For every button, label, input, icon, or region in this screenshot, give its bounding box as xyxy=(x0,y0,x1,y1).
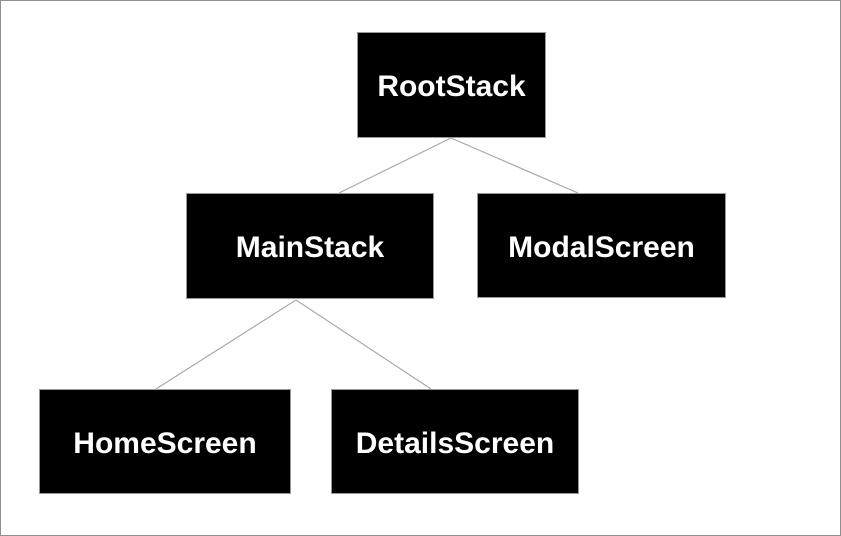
node-modalscreen-label: ModalScreen xyxy=(508,230,695,264)
node-mainstack-label: MainStack xyxy=(235,231,385,264)
node-mainstack: MainStack xyxy=(186,193,434,299)
node-homescreen: HomeScreen xyxy=(39,389,291,494)
node-rootstack: RootStack xyxy=(357,32,546,138)
node-modalscreen: ModalScreen xyxy=(477,193,726,298)
edge-rootstack-mainstack xyxy=(338,137,452,194)
edge-mainstack-homescreen xyxy=(155,299,297,390)
node-rootstack-label: RootStack xyxy=(377,70,526,103)
node-homescreen-label: HomeScreen xyxy=(73,426,257,460)
edge-mainstack-detailsscreen xyxy=(295,299,432,390)
edge-rootstack-modalscreen xyxy=(450,137,579,194)
node-detailsscreen: DetailsScreen xyxy=(331,389,579,494)
node-detailsscreen-label: DetailsScreen xyxy=(355,426,555,460)
